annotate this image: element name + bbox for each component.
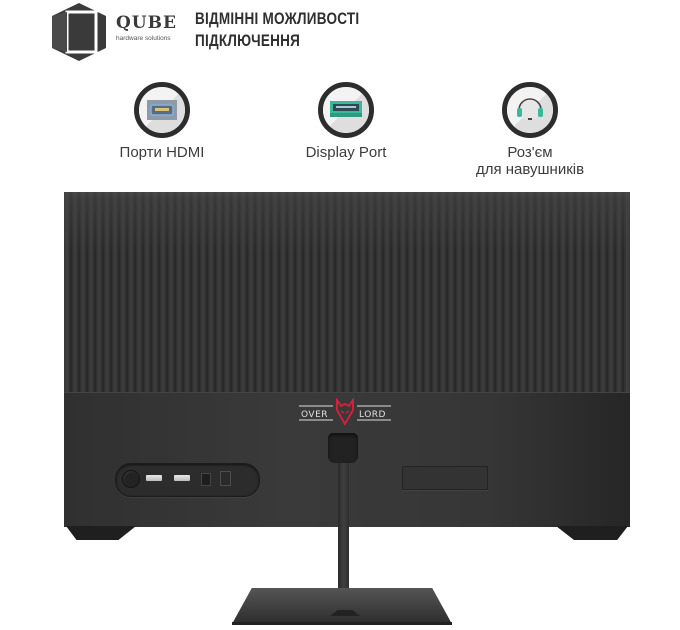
audio-out-port (220, 471, 231, 486)
headline-line-1: ВІДМІННІ МОЖЛИВОСТІ (195, 10, 360, 28)
qube-brand: QUBE hardware solutions (116, 14, 177, 43)
qube-cube-logo-icon (52, 3, 106, 61)
dc-in-port (201, 473, 211, 486)
feature-hdmi-label: Порти HDMI (119, 144, 205, 161)
monitor-right-foot (556, 526, 628, 540)
brand-tagline: hardware solutions (116, 35, 171, 42)
cable-clip (328, 433, 358, 463)
feature-displayport: Display Port (256, 82, 436, 161)
brand-name: QUBE (116, 13, 177, 33)
vesa-cover-slot (402, 466, 488, 490)
power-button[interactable] (122, 470, 140, 488)
headline-line-2: ПІДКЛЮЧЕННЯ (195, 32, 301, 50)
feature-headphone-label-2: для навушників (475, 161, 585, 178)
stand-neck-foot (330, 610, 360, 616)
feature-headphone: Роз'єм для навушників (440, 82, 620, 178)
hdmi-port-2 (174, 475, 190, 481)
headline: ВІДМІННІ МОЖЛИВОСТІ ПІДКЛЮЧЕННЯ (195, 8, 359, 52)
feature-hdmi: Порти HDMI (72, 82, 252, 161)
stand-base-edge (232, 622, 452, 625)
stand-base (232, 588, 452, 624)
headphone-jack-icon (502, 82, 558, 138)
feature-displayport-label: Display Port (305, 144, 387, 161)
hdmi-port-1 (146, 475, 162, 481)
monitor-ribbed-back-panel (64, 192, 630, 392)
logo-text-lord: LORD (359, 410, 386, 420)
monitor-left-foot (66, 526, 136, 540)
overlord-logo-icon: OVER LORD (299, 398, 391, 427)
hdmi-port-icon (134, 82, 190, 138)
logo-text-over: OVER (301, 410, 328, 420)
feature-headphone-label-1: Роз'єм (507, 144, 553, 161)
stand-neck (338, 445, 349, 610)
display-port-icon (318, 82, 374, 138)
